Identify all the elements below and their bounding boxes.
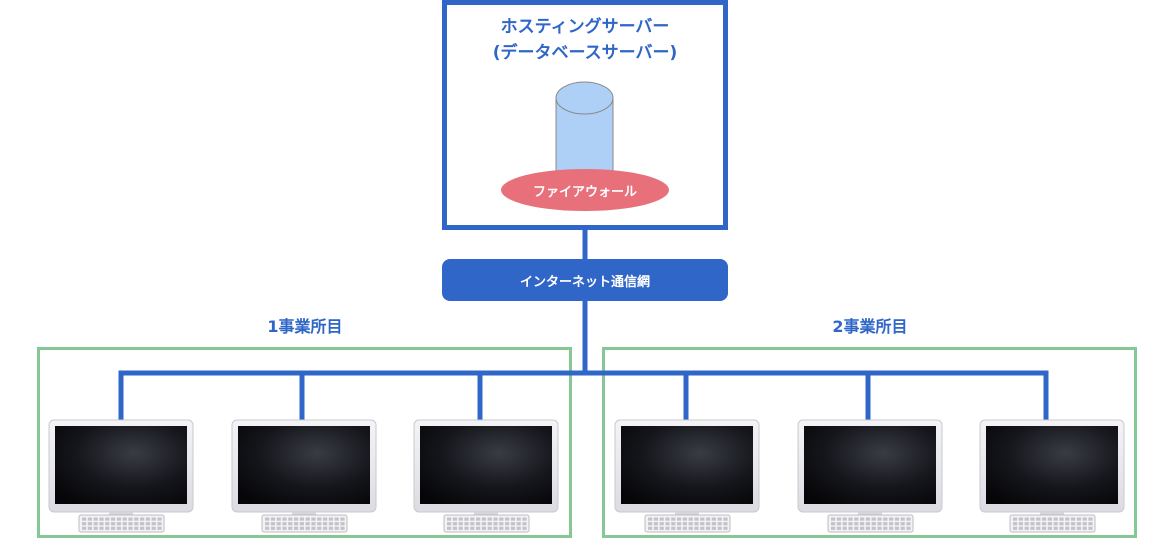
- keyboard-keys: [648, 517, 728, 530]
- monitor-screen: [621, 426, 753, 504]
- internet-box: [442, 259, 728, 301]
- computer-icon: [797, 419, 943, 533]
- monitor-stand: [474, 512, 498, 516]
- internet-label: インターネット通信網: [519, 275, 650, 290]
- monitor-screen: [986, 426, 1118, 504]
- monitor-screen: [804, 426, 936, 504]
- monitor-stand: [675, 512, 699, 516]
- computer-icon: [231, 419, 377, 533]
- keyboard-keys: [831, 517, 911, 530]
- firewall-badge: [501, 169, 669, 211]
- keyboard-keys: [447, 517, 527, 530]
- computer-icon: [48, 419, 194, 533]
- monitor-stand: [1040, 512, 1064, 516]
- firewall-label: ファイアウォール: [532, 185, 637, 200]
- server-subtitle: (データベースサーバー): [492, 43, 678, 63]
- computers: [48, 419, 1125, 533]
- computer-icon: [614, 419, 760, 533]
- monitor-screen: [420, 426, 552, 504]
- office-2-title: 2事業所目: [832, 317, 908, 336]
- keyboard-keys: [265, 517, 345, 530]
- office-2-box: [602, 347, 1137, 538]
- monitor-screen: [55, 426, 187, 504]
- monitor-stand: [109, 512, 133, 516]
- computer-drops: [118, 371, 1049, 420]
- office-1-box: [37, 347, 572, 538]
- computer-icon: [979, 419, 1125, 533]
- computer-icon: [413, 419, 559, 533]
- monitor-stand: [858, 512, 882, 516]
- keyboard-keys: [1013, 517, 1093, 530]
- server-title: ホスティングサーバー: [500, 17, 670, 37]
- monitor-stand: [292, 512, 316, 516]
- monitor-screen: [238, 426, 370, 504]
- office-1-title: 1事業所目: [267, 317, 343, 336]
- keyboard-keys: [82, 517, 162, 530]
